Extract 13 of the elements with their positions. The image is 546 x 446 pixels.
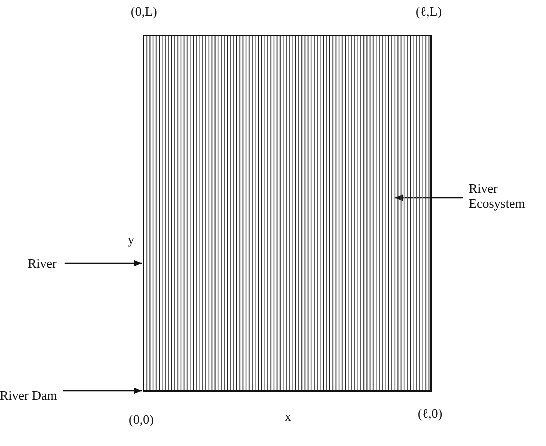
corner-coordinate: (0,0) [129,412,154,427]
callout-label: River [28,256,57,271]
corner-coordinate: (ℓ,L) [416,4,442,19]
corner-coordinate: (ℓ,0) [418,406,443,421]
callout-label: River Dam [0,388,58,403]
leader-arrow [63,388,142,394]
hatched-rectangle [143,35,432,392]
axis-label: y [128,232,134,247]
axis-label: x [285,409,292,424]
leader-arrow [395,194,463,202]
corner-coordinate: (0,L) [131,4,158,19]
callout-label: River Ecosystem [469,181,541,211]
leader-arrow [64,260,142,267]
